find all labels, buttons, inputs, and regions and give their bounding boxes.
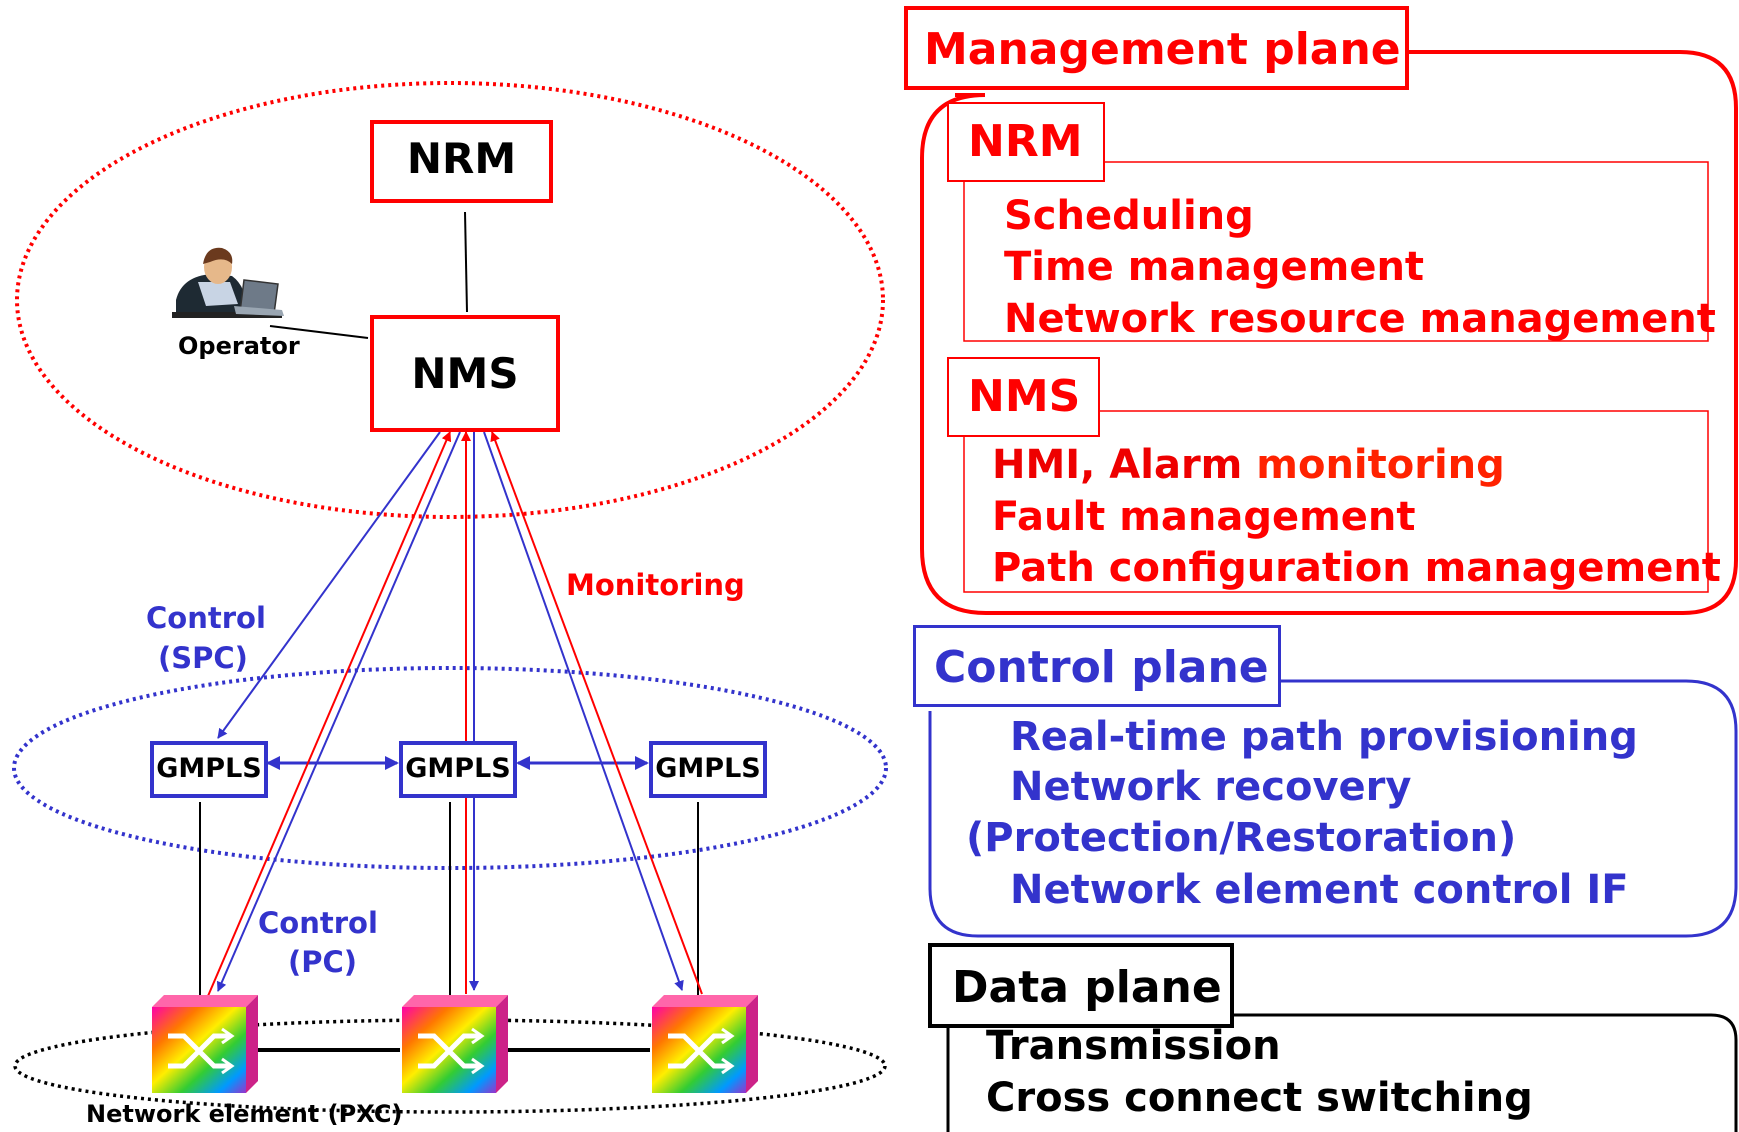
control-plane-title: Control plane: [934, 642, 1269, 693]
control-item-protection-restoration: (Protection/Restoration): [966, 815, 1517, 861]
control-spc-sublabel: (SPC): [158, 641, 248, 675]
nrm-item-scheduling: Scheduling: [1004, 193, 1254, 239]
nms-panel-frame: [963, 410, 1709, 593]
control-spc-label: Control: [146, 601, 266, 635]
control-item-network-recovery: Network recovery: [1010, 764, 1412, 810]
data-item-transmission: Transmission: [986, 1023, 1281, 1069]
data-item-cross-connect: Cross connect switching: [986, 1075, 1533, 1121]
nrm-box: [370, 120, 553, 203]
gmpls-box-1: [150, 741, 268, 798]
nms-box: [370, 315, 560, 432]
management-plane-title: Management plane: [924, 24, 1401, 75]
management-plane-panel: [920, 50, 1738, 615]
nrm-panel-frame: [963, 161, 1709, 342]
management-plane-tag: [904, 6, 1409, 90]
operator-label: Operator: [178, 332, 300, 360]
gmpls-label-2: GMPLS: [405, 753, 511, 784]
gmpls-box-2: [399, 741, 517, 798]
nms-item-monitoring: monitoring: [1242, 442, 1505, 488]
gmpls-label-3: GMPLS: [655, 753, 761, 784]
control-plane-tag: [913, 625, 1281, 707]
control-item-element-control-if: Network element control IF: [1010, 867, 1629, 913]
nms-item-hmi-alarm-monitoring: HMI, Alarm monitoring: [992, 445, 1505, 485]
nms-item-hmi-alarm: HMI, Alarm: [992, 442, 1243, 488]
nrm-item-resource-management: Network resource management: [1004, 296, 1716, 342]
data-plane-ellipse: [13, 1018, 887, 1114]
nms-tag-title: NMS: [968, 371, 1081, 422]
gmpls-box-3: [649, 741, 767, 798]
nrm-tag: [947, 102, 1105, 182]
control-plane-panel: [928, 679, 1738, 938]
nms-tag: [947, 357, 1100, 437]
nms-box-label: NMS: [411, 349, 519, 398]
data-plane-panel: [946, 1013, 1738, 1132]
optical-cross-connect-icon: [402, 995, 508, 1093]
nms-item-fault-management: Fault management: [992, 494, 1416, 540]
network-element-label: Network element (PXC): [86, 1100, 403, 1128]
control-item-path-provisioning: Real-time path provisioning: [1010, 714, 1638, 760]
data-plane-tag: [928, 943, 1234, 1028]
control-pc-label: Control: [258, 906, 378, 940]
nms-item-path-configuration: Path configuration management: [992, 545, 1721, 591]
operator-at-laptop-icon: [172, 247, 284, 318]
nrm-tag-title: NRM: [968, 116, 1083, 167]
gmpls-label-1: GMPLS: [156, 753, 262, 784]
control-pc-sublabel: (PC): [288, 945, 358, 979]
optical-cross-connect-icon: [652, 995, 758, 1093]
nrm-item-time-management: Time management: [1004, 244, 1425, 290]
nrm-box-label: NRM: [406, 134, 517, 183]
management-plane-ellipse: [15, 81, 885, 519]
optical-cross-connect-icon: [152, 995, 258, 1093]
monitoring-label: Monitoring: [566, 568, 745, 602]
data-plane-title: Data plane: [952, 962, 1222, 1013]
